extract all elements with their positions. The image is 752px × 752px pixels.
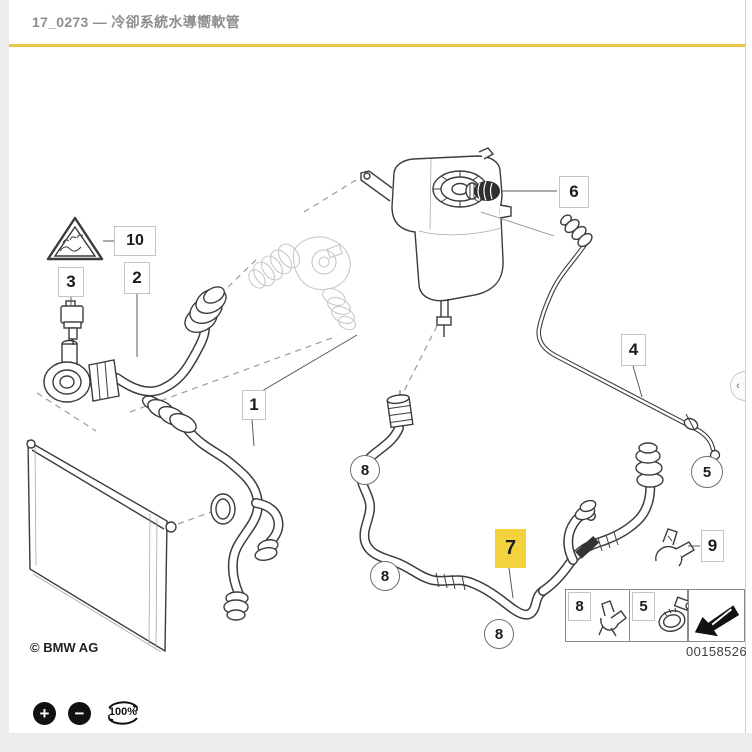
bottom-frame-strip xyxy=(0,733,752,752)
legend-callout-5[interactable]: 5 xyxy=(632,592,655,621)
callout-4[interactable]: 4 xyxy=(621,334,646,366)
callout-10[interactable]: 10 xyxy=(114,226,156,256)
callout-7-highlighted[interactable]: 7 xyxy=(495,529,526,568)
temperature-sensor-3[interactable] xyxy=(60,300,84,345)
coolant-hose-7[interactable] xyxy=(538,442,664,596)
engine-connection-ghost xyxy=(248,236,357,331)
callout-8a[interactable]: 8 xyxy=(350,444,380,485)
lower-radiator-hose-1[interactable] xyxy=(140,393,284,621)
zoom-controls: + − 100% xyxy=(33,699,143,727)
zoom-reset-arcs-icon xyxy=(108,701,138,725)
page-title: 17_0273 — 冷卻系統水導嚮軟管 xyxy=(32,14,240,30)
right-frame-line xyxy=(745,0,746,733)
callout-2[interactable]: 2 xyxy=(124,262,150,294)
callout-8c[interactable]: 8 xyxy=(484,608,514,649)
vent-plug-6[interactable] xyxy=(465,181,500,201)
callout-1[interactable]: 1 xyxy=(242,390,266,420)
adjacent-diagram-arrow[interactable] xyxy=(688,589,745,642)
chevron-left-icon: ‹ xyxy=(736,380,740,392)
diagram-number: 00158526 xyxy=(686,644,748,659)
legend-cell-8: 8 xyxy=(566,590,629,641)
expansion-tank[interactable] xyxy=(360,147,512,337)
header-divider xyxy=(9,44,745,47)
fasteners-legend: 8 5 xyxy=(565,589,693,642)
left-frame-strip xyxy=(0,0,9,733)
radiator[interactable] xyxy=(26,439,177,653)
legend-callout-8[interactable]: 8 xyxy=(568,592,591,621)
callout-leader-lines xyxy=(70,190,717,599)
spring-clamp-9[interactable] xyxy=(655,528,695,567)
direction-arrow-icon xyxy=(694,605,740,637)
callout-3[interactable]: 3 xyxy=(58,267,84,297)
copyright-notice: © BMW AG xyxy=(30,640,99,655)
callout-9[interactable]: 9 xyxy=(701,530,724,562)
zoom-level-label: 100% xyxy=(108,706,138,718)
spring-clamp-icon xyxy=(598,600,627,637)
reference-dashed-lines xyxy=(36,179,443,525)
parts-diagram: 1 2 3 4 6 9 10 7 8 8 8 5 xyxy=(0,47,752,733)
coolant-hose-8[interactable] xyxy=(356,390,548,620)
callout-5[interactable]: 5 xyxy=(691,445,723,488)
zoom-out-button[interactable]: − xyxy=(68,701,91,725)
zoom-reset-button[interactable]: 100% xyxy=(103,699,143,727)
callout-8b[interactable]: 8 xyxy=(370,550,400,591)
zoom-in-button[interactable]: + xyxy=(33,701,56,725)
callout-6[interactable]: 6 xyxy=(559,176,589,208)
scald-warning-icon xyxy=(46,216,104,261)
vent-pipe-4[interactable] xyxy=(480,211,721,461)
legend-cell-5: 5 xyxy=(629,590,697,641)
